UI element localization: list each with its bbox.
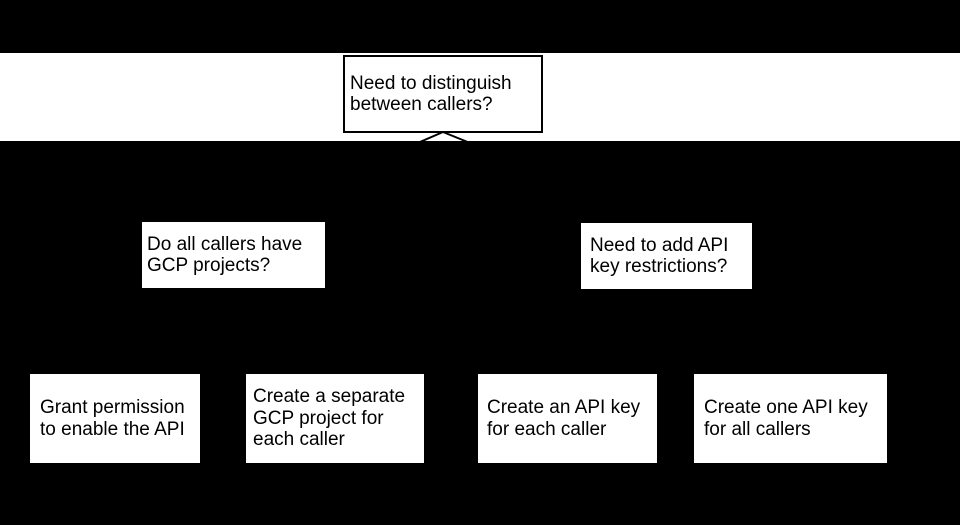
connector-q1-left [114,287,234,375]
node-grant-permission-enable-api: Grant permission to enable the API [30,374,200,463]
node-text-line: Create a separate [253,386,406,408]
node-text-line: Need to distinguish [350,72,512,94]
node-text-line: between callers? [350,94,493,115]
node-create-api-key-each-caller: Create an API key for each caller [478,374,657,463]
connector-q1-right [232,287,336,375]
node-text-line: to enable the API [40,418,185,440]
node-need-api-key-restrictions: Need to add API key restrictions? [581,223,752,289]
connector-root-right [442,131,668,224]
node-need-distinguish-callers: Need to distinguish between callers? [343,55,543,133]
node-text-line: Grant permission [40,397,185,418]
node-create-separate-gcp-project: Create a separate GCP project for each c… [246,374,424,463]
node-create-one-api-key-all-callers: Create one API key for all callers [694,374,887,463]
connector-q2-left [566,288,668,375]
node-text-line: each caller [253,429,345,451]
node-do-callers-have-gcp-projects: Do all callers have GCP projects? [142,222,325,288]
connector-root-left [232,131,444,224]
node-text-line: GCP projects? [147,255,271,276]
node-text-line: GCP project for [253,407,384,429]
node-text-line: Create an API key [487,397,641,418]
node-text-line: Do all callers have [147,233,303,255]
node-text-line: for all callers [704,418,811,440]
node-text-line: Need to add API [590,234,729,256]
node-text-line: key restrictions? [590,256,728,277]
node-text-line: Create one API key [704,397,868,418]
connector-q2-right [666,288,791,375]
node-text-line: for each caller [487,418,607,440]
